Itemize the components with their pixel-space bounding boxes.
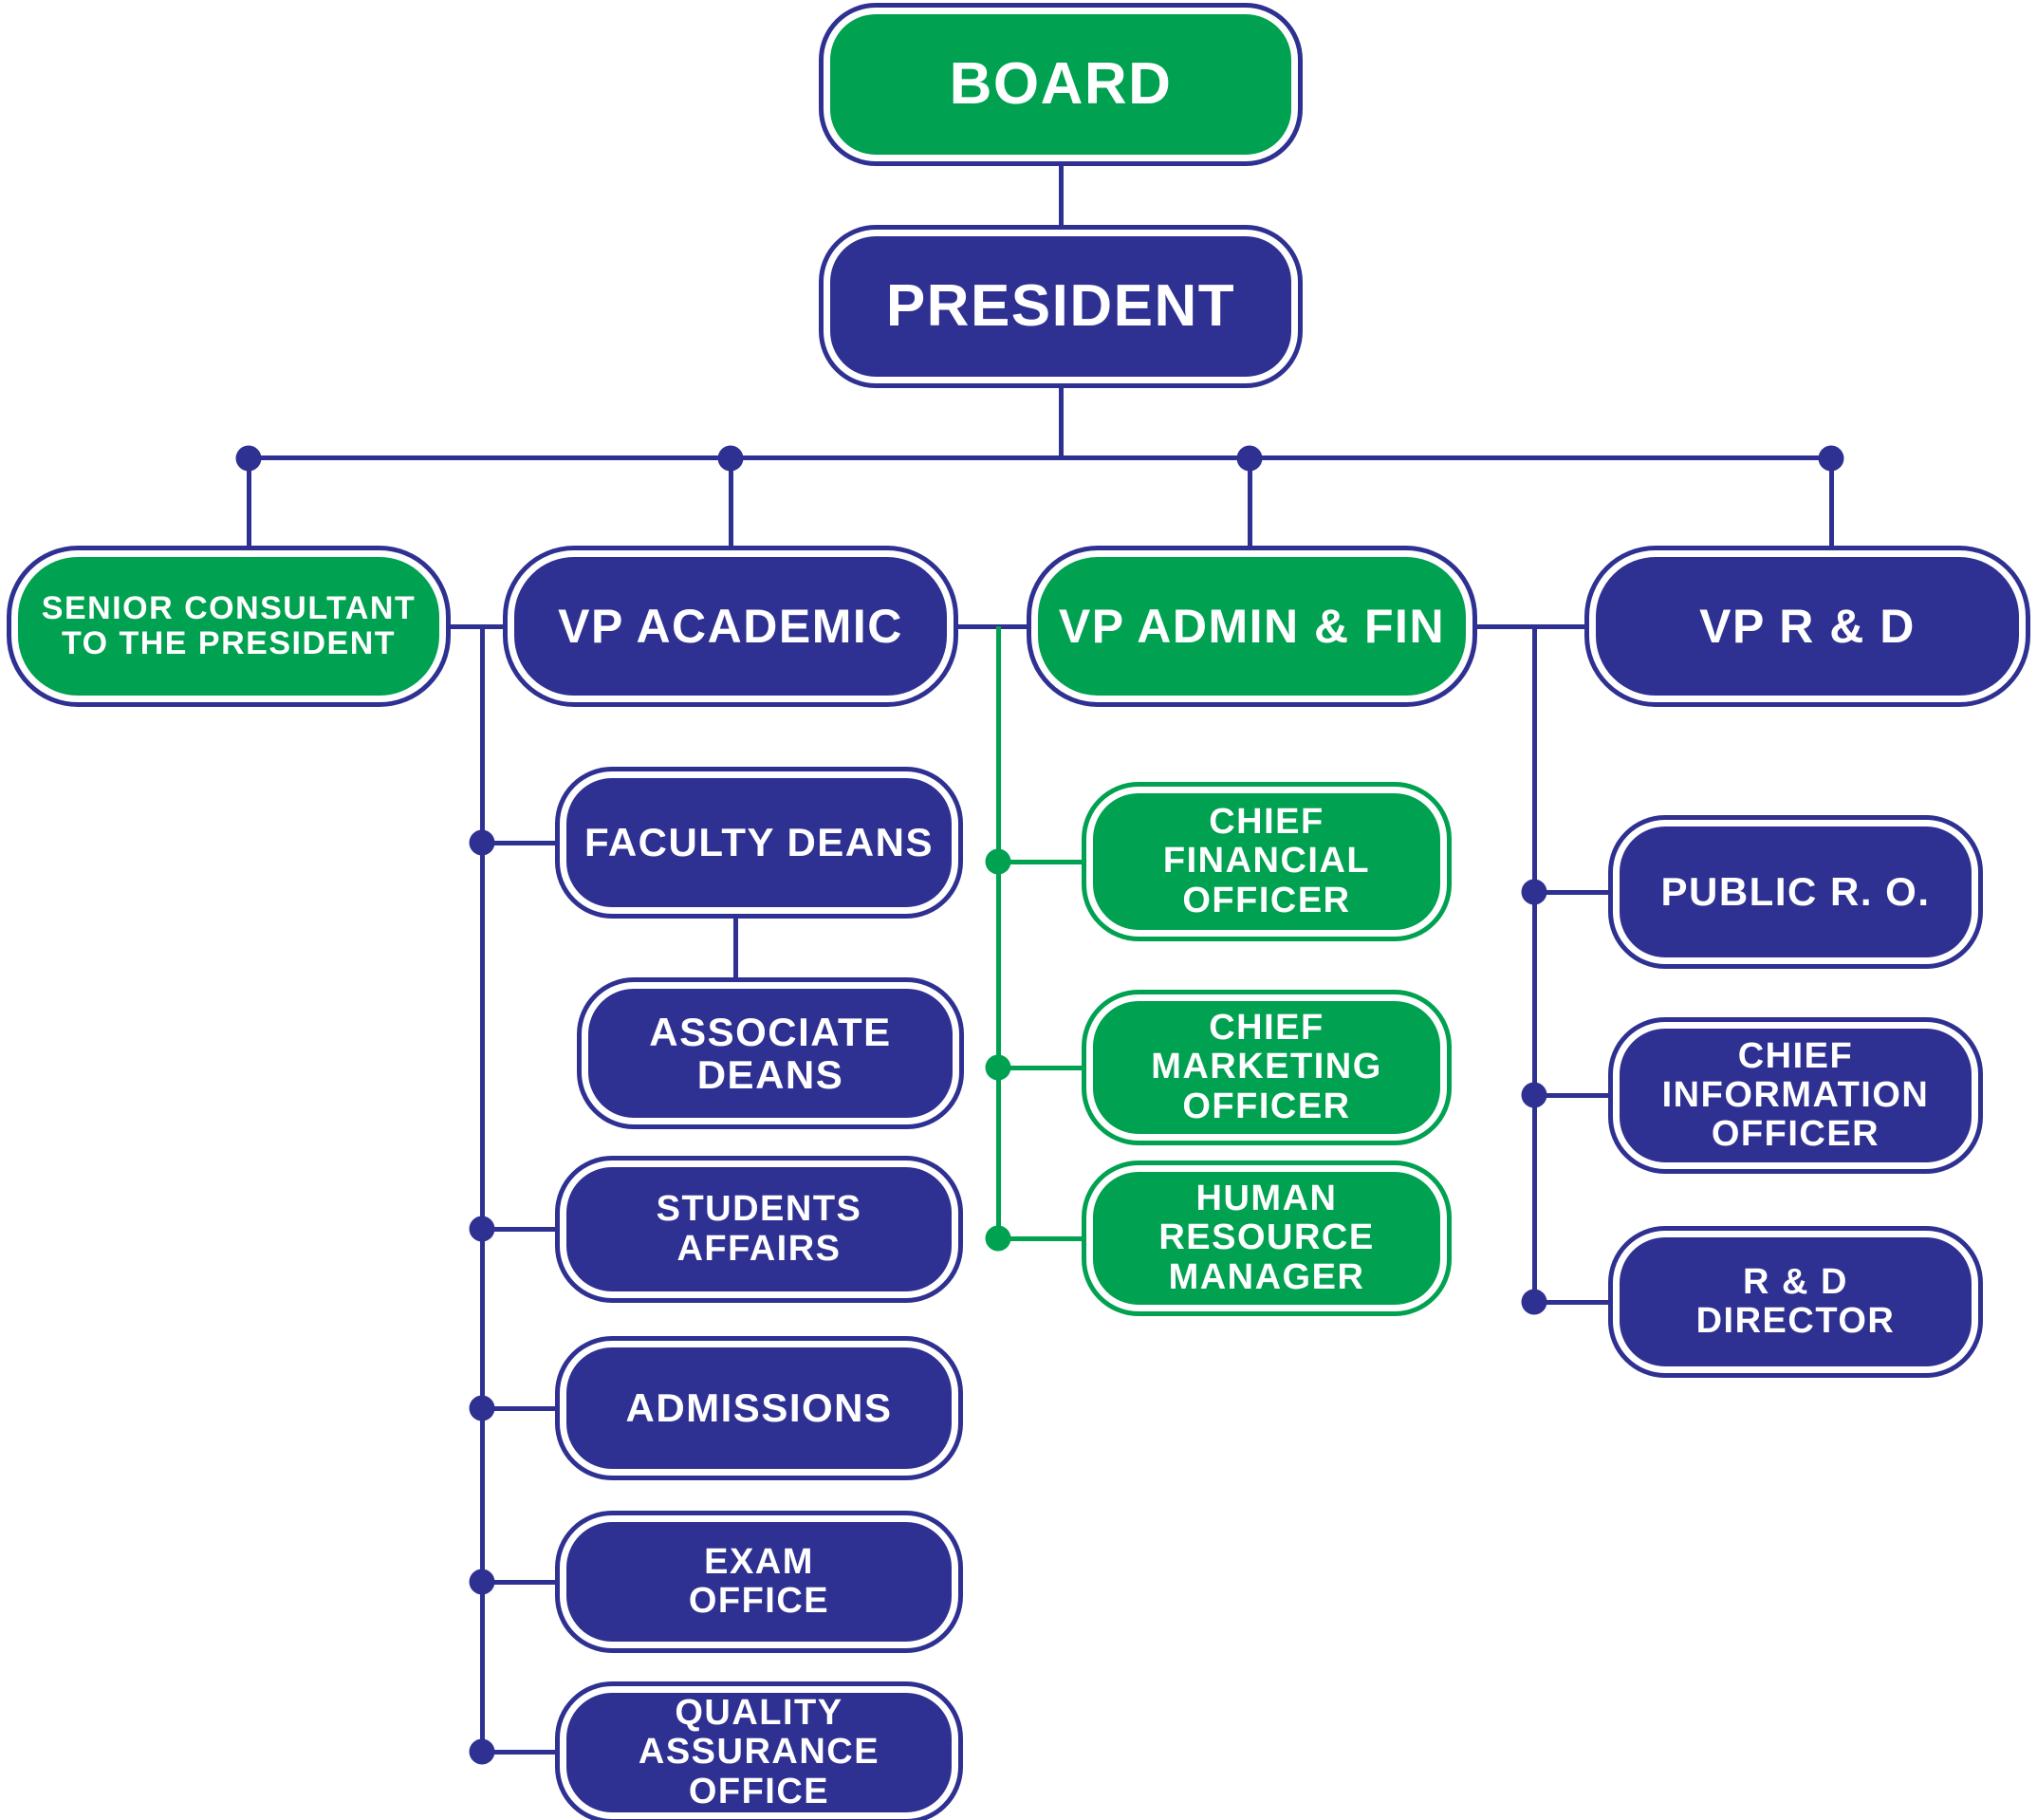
node-senior-consultant: SENIOR CONSULTANT TO THE PRESIDENT [11,550,446,702]
node-chief-information-officer-label: CHIEF INFORMATION OFFICER [1661,1035,1930,1155]
connector-main-horizontal [249,455,1831,460]
connector-drop-rd [1829,457,1834,550]
node-students-affairs-label: STUDENTS AFFAIRS [656,1189,862,1269]
node-associate-deans-label: ASSOCIATE DEANS [649,1009,892,1097]
stub-quality-office [482,1750,560,1755]
stub-exam-office [482,1580,560,1585]
node-senior-consultant-label: SENIOR CONSULTANT TO THE PRESIDENT [41,590,417,661]
connector-president-trunk [1059,383,1064,457]
node-chief-financial-officer: CHIEF FINANCIAL OFFICER [1086,787,1447,937]
junction-dot [1236,445,1263,472]
node-chief-financial-officer-label: CHIEF FINANCIAL OFFICER [1162,802,1371,920]
node-quality-assurance-office-label: QUALITY ASSURANCE OFFICE [638,1693,880,1811]
stub-cio [1534,1093,1613,1098]
node-board-label: BOARD [949,50,1173,117]
connector-drop-admin [1248,457,1252,550]
junction-dot [469,1569,495,1595]
junction-dot [1818,445,1844,472]
connector-drop-senior [247,457,251,550]
stub-admissions [482,1406,560,1411]
connector-academic-admin [954,624,1031,629]
node-faculty-deans: FACULTY DEANS [560,771,958,914]
node-vp-admin-fin-label: VP ADMIN & FIN [1058,600,1446,653]
junction-dot [469,1216,495,1242]
node-chief-marketing-officer: CHIEF MARKETING OFFICER [1086,994,1447,1141]
stub-public-ro [1534,890,1613,895]
junction-dot [1521,879,1547,905]
node-quality-assurance-office: QUALITY ASSURANCE OFFICE [560,1686,958,1819]
node-vp-academic-label: VP ACADEMIC [558,600,903,653]
junction-dot [985,848,1011,875]
node-admissions-label: ADMISSIONS [625,1385,893,1431]
junction-dot [985,1054,1011,1081]
stub-hrm [998,1236,1086,1241]
stub-rd-director [1534,1300,1613,1305]
stub-students-affairs [482,1227,560,1232]
junction-dot [235,445,262,472]
node-exam-office-label: EXAM OFFICE [688,1541,830,1621]
node-students-affairs: STUDENTS AFFAIRS [560,1161,958,1298]
node-president: PRESIDENT [824,230,1298,383]
node-vp-admin-fin: VP ADMIN & FIN [1031,550,1472,702]
node-human-resource-manager-label: HUMAN RESOURCE MANAGER [1158,1179,1375,1297]
junction-dot [469,1738,495,1765]
stub-cfo [998,860,1086,864]
junction-dot [469,829,495,856]
junction-dot [1521,1289,1547,1315]
trunk-rd [1532,626,1537,1302]
node-vp-rd: VP R & D [1589,550,2026,702]
node-president-label: PRESIDENT [885,272,1236,339]
node-public-ro-label: PUBLIC R. O. [1660,869,1931,915]
node-public-ro: PUBLIC R. O. [1613,820,1978,964]
node-vp-academic: VP ACADEMIC [508,550,954,702]
node-exam-office: EXAM OFFICE [560,1515,958,1648]
node-human-resource-manager: HUMAN RESOURCE MANAGER [1086,1165,1447,1311]
node-board: BOARD [824,8,1298,161]
trunk-admin-fin [996,626,1001,1238]
node-chief-information-officer: CHIEF INFORMATION OFFICER [1613,1022,1978,1169]
node-associate-deans: ASSOCIATE DEANS [582,982,959,1124]
connector-board-president [1059,161,1064,230]
node-chief-marketing-officer-label: CHIEF MARKETING OFFICER [1151,1008,1382,1126]
stub-cmo [998,1066,1086,1070]
node-admissions: ADMISSIONS [560,1341,958,1476]
junction-dot [717,445,744,472]
connector-faculty-associate [733,914,738,982]
node-vp-rd-label: VP R & D [1699,600,1916,653]
node-rd-director-label: R & D DIRECTOR [1695,1261,1896,1341]
node-faculty-deans-label: FACULTY DEANS [584,820,934,865]
junction-dot [469,1395,495,1421]
connector-admin-rd [1472,624,1589,629]
connector-senior-academic [446,624,508,629]
node-rd-director: R & D DIRECTOR [1613,1231,1978,1373]
stub-faculty-deans [482,841,560,845]
junction-dot [985,1225,1011,1252]
junction-dot [1521,1082,1547,1108]
connector-drop-academic [729,457,733,550]
trunk-academic [480,626,485,1752]
